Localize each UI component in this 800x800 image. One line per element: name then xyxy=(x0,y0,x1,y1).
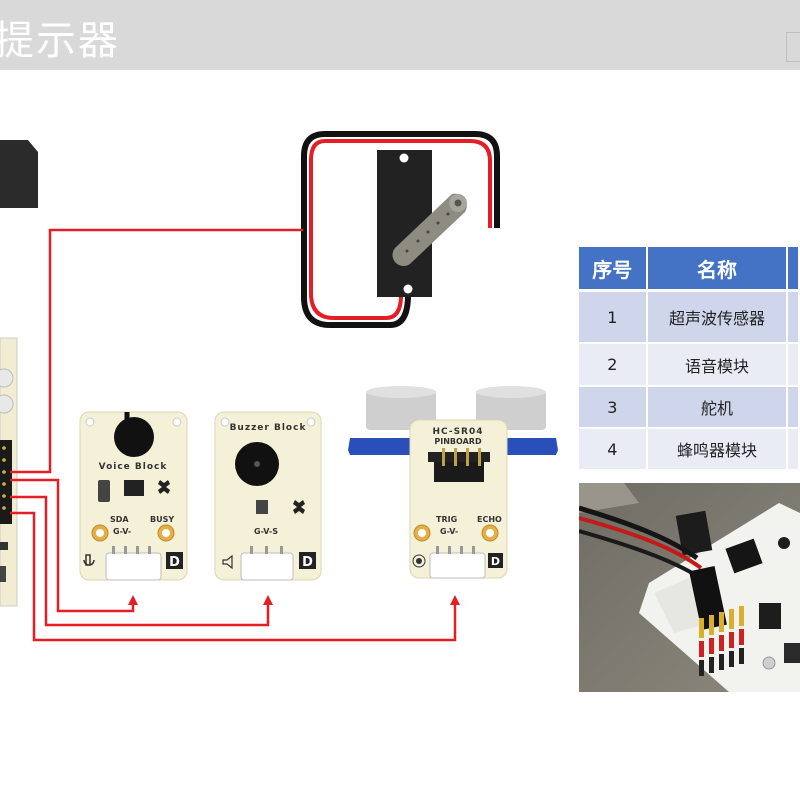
servo-motor xyxy=(377,150,467,297)
table-row: 2 语音模块 xyxy=(579,344,800,387)
table-header-number: 序号 xyxy=(579,247,648,292)
title-corner-box xyxy=(786,32,800,62)
voice-pin-sda: SDA xyxy=(110,515,129,524)
ultrasonic-module-subtitle: PINBOARD xyxy=(434,437,482,446)
component-table: 序号 名称 1 超声波传感器 2 语音模块 3 舵机 4 蜂鸣器模块 xyxy=(579,247,800,471)
table-cell-extra xyxy=(788,429,800,471)
table-cell-name: 语音模块 xyxy=(647,344,789,387)
table-cell-name: 蜂鸣器模块 xyxy=(647,429,789,471)
voice-module: Voice Block SDA BUSY G-V- D xyxy=(79,411,188,581)
buzzer-module: Buzzer Block G-V-S D xyxy=(214,411,322,581)
controller-board-edge xyxy=(0,337,18,607)
table-cell-name: 超声波传感器 xyxy=(647,292,789,344)
table-cell-number: 2 xyxy=(579,344,648,387)
buzzer-brand-logo: D xyxy=(302,555,313,570)
voice-module-title: Voice Block xyxy=(99,462,168,472)
table-cell-extra xyxy=(788,387,800,429)
ultrasonic-pin-power: G-V- xyxy=(440,527,458,536)
buzzer-module-title: Buzzer Block xyxy=(230,423,307,433)
table-cell-extra xyxy=(788,344,800,387)
ultrasonic-brand-logo: D xyxy=(491,555,500,568)
table-header-row: 序号 名称 xyxy=(579,247,800,292)
ultrasonic-module: HC-SR04 PINBOARD TRIG ECHO G-V- D xyxy=(348,386,558,579)
ultrasonic-pin-echo: ECHO xyxy=(477,515,502,524)
voice-brand-logo: D xyxy=(169,555,180,570)
hardware-photo xyxy=(579,483,800,692)
table-row: 1 超声波传感器 xyxy=(579,292,800,344)
ultrasonic-module-title: HC-SR04 xyxy=(432,427,483,437)
voice-pin-power: G-V- xyxy=(113,527,131,536)
table-row: 3 舵机 xyxy=(579,387,800,429)
signal-wires xyxy=(10,228,460,642)
dark-component xyxy=(0,140,38,208)
title-bar: 提示器 xyxy=(0,0,800,70)
table-header-extra xyxy=(788,247,800,292)
voice-pin-busy: BUSY xyxy=(150,515,174,524)
buzzer-pin-power: G-V-S xyxy=(254,527,278,536)
table-header-name: 名称 xyxy=(647,247,789,292)
ultrasonic-pin-trig: TRIG xyxy=(436,515,457,524)
table-row: 4 蜂鸣器模块 xyxy=(579,429,800,471)
page-title: 提示器 xyxy=(0,18,120,64)
table-cell-number: 1 xyxy=(579,292,648,344)
table-cell-number: 3 xyxy=(579,387,648,429)
table-cell-extra xyxy=(788,292,800,344)
table-cell-name: 舵机 xyxy=(647,387,789,429)
table-cell-number: 4 xyxy=(579,429,648,471)
